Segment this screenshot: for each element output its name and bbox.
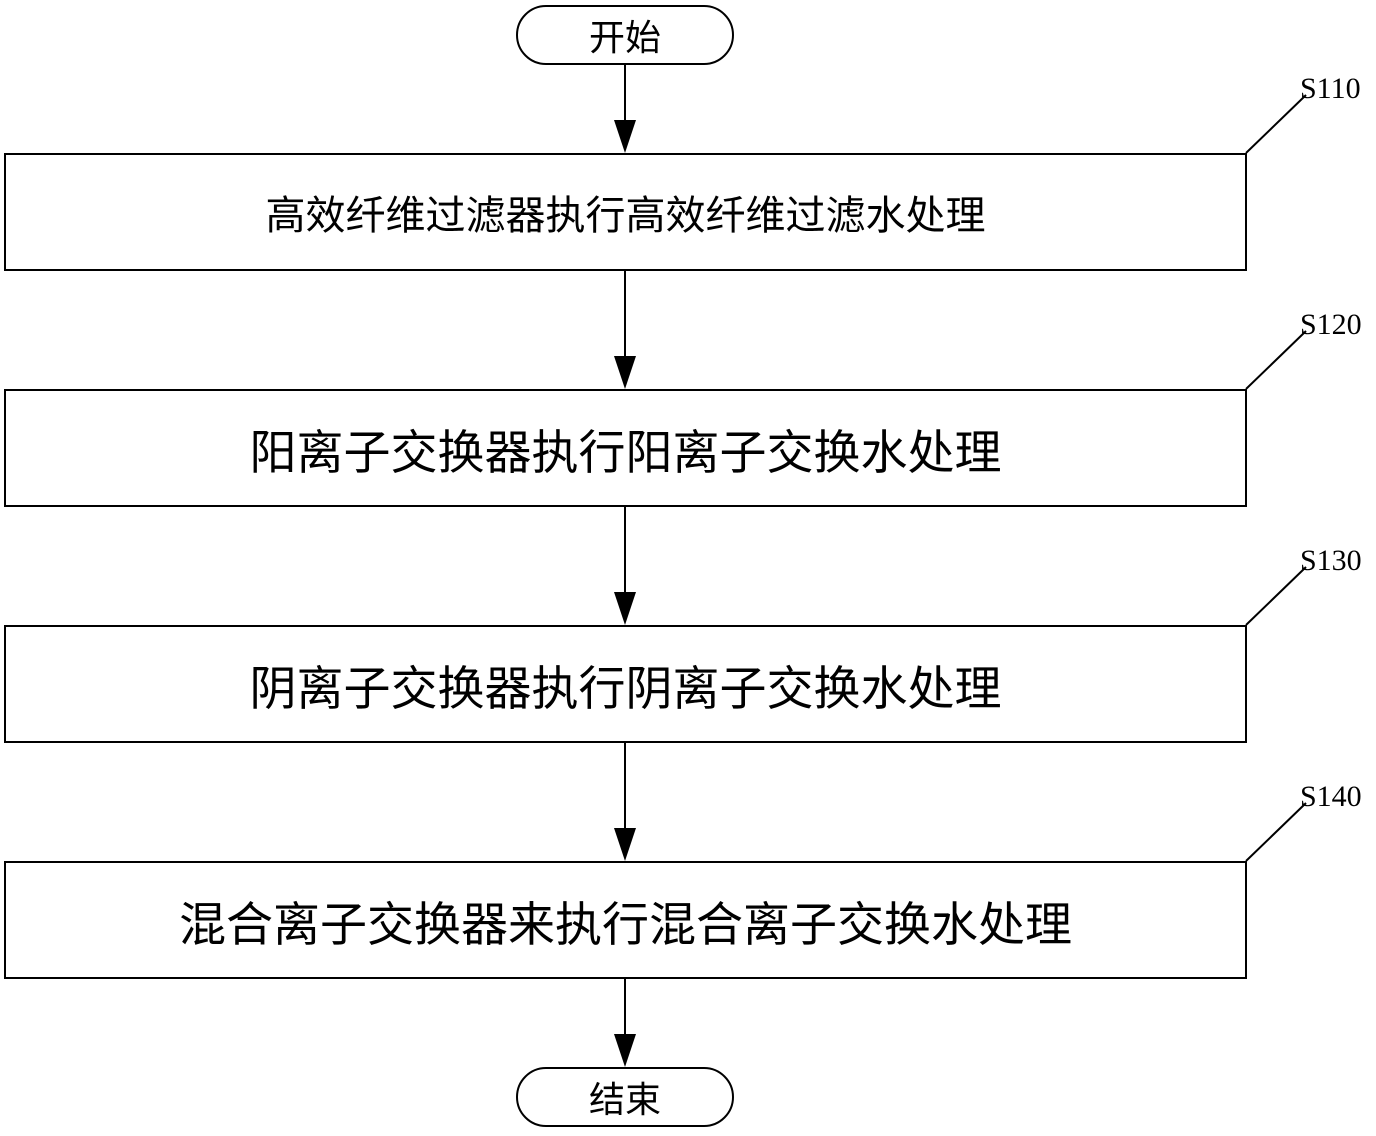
leader-line-s140	[1245, 802, 1307, 862]
end-label: 结束	[588, 1080, 661, 1121]
arrowhead-s120-to-s130	[614, 592, 636, 625]
step-text-s110: 高效纤维过滤器执行高效纤维过滤水处理	[265, 193, 986, 239]
leader-line-s110	[1245, 94, 1307, 154]
start-terminal: 开始	[516, 5, 734, 65]
leader-line-s120	[1245, 330, 1307, 390]
step-id-s130: S130	[1300, 544, 1362, 577]
step-text-s140: 混合离子交换器来执行混合离子交换水处理	[179, 897, 1072, 953]
arrowhead-s130-to-s140	[614, 828, 636, 861]
step-text-s120: 阳离子交换器执行阳离子交换水处理	[249, 425, 1002, 481]
step-id-s120: S120	[1300, 308, 1362, 341]
leader-line-s130	[1245, 566, 1307, 626]
step-box-s130: 阴离子交换器执行阴离子交换水处理	[4, 625, 1247, 743]
arrowhead-start-to-s110	[614, 120, 636, 153]
step-box-s140: 混合离子交换器来执行混合离子交换水处理	[4, 861, 1247, 979]
step-text-s130: 阴离子交换器执行阴离子交换水处理	[249, 661, 1002, 717]
end-terminal: 结束	[516, 1067, 734, 1127]
step-id-s140: S140	[1300, 780, 1362, 813]
step-box-s120: 阳离子交换器执行阳离子交换水处理	[4, 389, 1247, 507]
step-box-s110: 高效纤维过滤器执行高效纤维过滤水处理	[4, 153, 1247, 271]
step-id-s110: S110	[1300, 72, 1361, 105]
arrowhead-s110-to-s120	[614, 356, 636, 389]
start-label: 开始	[588, 18, 661, 59]
arrowhead-s140-to-end	[614, 1034, 636, 1067]
